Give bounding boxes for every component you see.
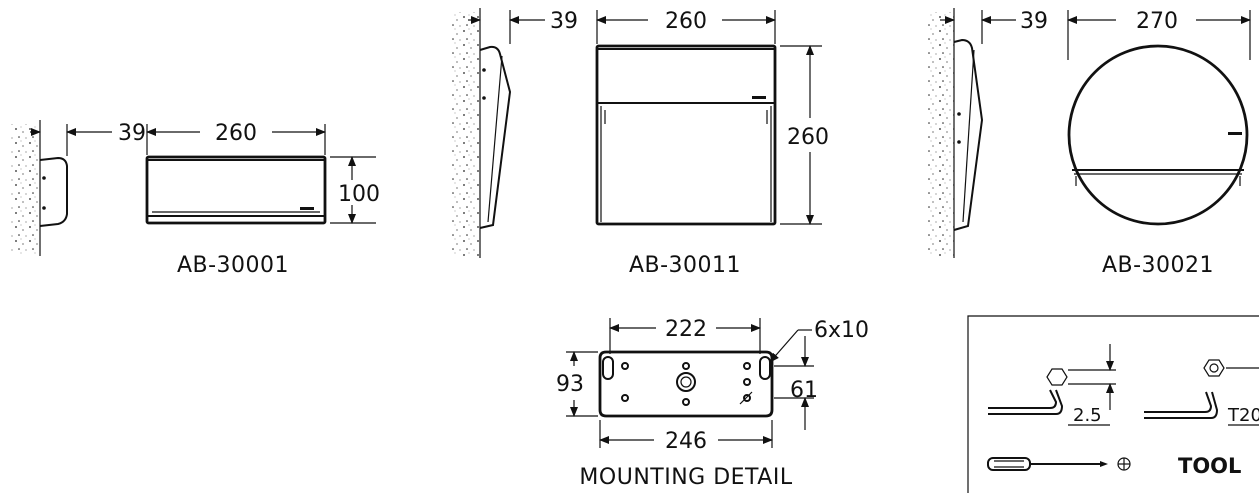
ab30001-front-view: [145, 155, 327, 225]
ab30011-depth-label: 39: [550, 9, 578, 34]
phillips-screwdriver-icon: [987, 457, 1131, 471]
ab30001-group: 39 260 100 AB-30001: [10, 120, 380, 278]
tool-box-frame: [967, 315, 1259, 493]
ab30001-depth-label: 39: [118, 121, 146, 146]
mounting-detail-title: MOUNTING DETAIL: [579, 465, 792, 490]
ab30001-side-profile: [39, 156, 68, 227]
ab30001-width-label: 260: [215, 121, 257, 146]
mounting-plate: [598, 350, 774, 418]
torx-key-icon: [1144, 359, 1259, 426]
ab30001-wall: [10, 124, 40, 254]
mounting-hole-size-label: 6x10: [814, 318, 869, 343]
ab30021-wall: [928, 12, 954, 256]
mounting-top-width-label: 222: [665, 317, 707, 342]
ab30011-front-view: [595, 44, 777, 226]
mounting-bottom-width-label: 246: [665, 429, 707, 454]
ab30001-model-label: AB-30001: [177, 253, 289, 278]
ab30021-front-view: [1067, 44, 1249, 226]
ab30021-width-label: 270: [1136, 9, 1178, 34]
hex-key-icon: [988, 344, 1116, 426]
ab30021-model-label: AB-30021: [1102, 253, 1214, 278]
tool-box-group: 2.5 T20 TOOL: [967, 315, 1259, 493]
mounting-detail-group: 222 6x10 93 61 246 M: [556, 317, 869, 490]
torx-key-size-label: T20: [1227, 405, 1259, 426]
ab30011-height-label: 260: [787, 125, 829, 150]
ab30021-side-profile: [953, 38, 984, 231]
ab30011-group: 39 260 260 AB-30011: [452, 8, 829, 278]
hex-key-size-label: 2.5: [1073, 405, 1102, 426]
tool-title: TOOL: [1178, 454, 1241, 478]
ab30011-side-profile: [479, 45, 512, 229]
mounting-hole-spacing-label: 61: [790, 378, 818, 403]
mounting-height-label: 93: [556, 372, 584, 397]
ab30021-group: 39 270 AB-30021: [928, 8, 1251, 278]
ab30011-wall: [452, 12, 480, 256]
ab30001-height-label: 100: [338, 182, 380, 207]
ab30021-depth-label: 39: [1020, 9, 1048, 34]
ab30011-width-label: 260: [665, 9, 707, 34]
ab30011-model-label: AB-30011: [629, 253, 741, 278]
